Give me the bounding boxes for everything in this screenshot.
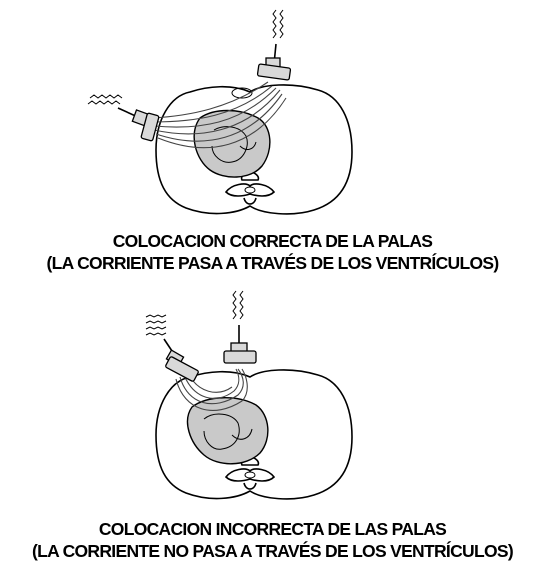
right-paddle (223, 290, 257, 364)
correct-placement-illustration (87, 9, 353, 215)
incorrect-placement-illustration (145, 290, 353, 500)
thorax-outline (155, 369, 353, 500)
correct-placement-panel: COLOCACION CORRECTA DE LA PALAS (LA CORR… (0, 9, 545, 274)
left-paddle (145, 314, 199, 382)
left-paddle (87, 94, 160, 142)
incorrect-placement-caption: COLOCACION INCORRECTA DE LAS PALAS (LA C… (0, 518, 545, 562)
caption-title: COLOCACION CORRECTA DE LA PALAS (112, 231, 433, 251)
caption-subtitle: (LA CORRIENTE PASA A TRAVÉS DE LOS VENTR… (46, 253, 500, 273)
incorrect-placement-panel: COLOCACION INCORRECTA DE LAS PALAS (LA C… (0, 285, 545, 567)
vessel-shape (231, 87, 253, 99)
caption-subtitle: (LA CORRIENTE NO PASA A TRAVÉS DE LOS VE… (32, 541, 514, 561)
caption-title: COLOCACION INCORRECTA DE LAS PALAS (98, 519, 447, 539)
right-paddle (256, 9, 292, 81)
thorax-outline (155, 84, 353, 215)
current-paths (151, 81, 287, 149)
correct-placement-caption: COLOCACION CORRECTA DE LA PALAS (LA CORR… (0, 230, 545, 274)
heart-shape (186, 397, 269, 465)
